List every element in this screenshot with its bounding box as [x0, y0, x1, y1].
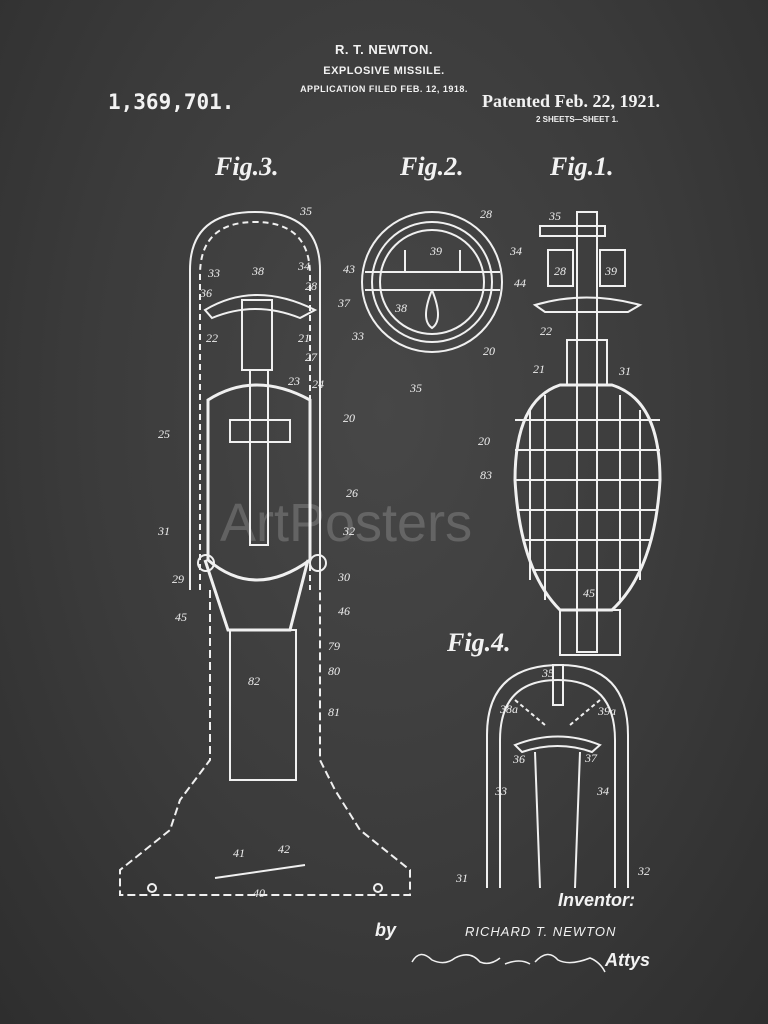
fig1-ref-label: 20	[478, 434, 490, 448]
fig3-ref-label: 36	[200, 286, 212, 300]
fig3-ref-label: 28	[305, 279, 317, 293]
fig3-ref-label: 82	[248, 674, 260, 688]
fig2-ref-label: 33	[352, 329, 364, 343]
fig3-ref-label: 29	[172, 572, 184, 586]
fig3-ref-label: 30	[338, 570, 350, 584]
fig4-ref-label: 32	[638, 864, 650, 878]
fig2-ref-label: 43	[343, 262, 355, 276]
fig3-ref-label: 31	[158, 524, 170, 538]
fig3-ref-label: 41	[233, 846, 245, 860]
fig2-ref-label: 39	[430, 244, 442, 258]
fig2-ref-label: 44	[514, 276, 526, 290]
fig1-ref-label: 45	[583, 586, 595, 600]
fig4-drawing	[486, 663, 629, 889]
fig4-ref-label: 37	[585, 751, 597, 765]
inventor-name: RICHARD T. NEWTON	[465, 924, 617, 939]
fig2-ref-label: 35	[410, 381, 422, 395]
fig2-ref-label: 28	[480, 207, 492, 221]
watermark: ArtPosters	[220, 493, 473, 553]
application-date: APPLICATION FILED FEB. 12, 1918.	[300, 84, 468, 94]
fig4-ref-label: 34	[597, 784, 609, 798]
attorney-signature-drawing	[411, 953, 606, 973]
fig1-ref-label: 31	[619, 364, 631, 378]
patented-date: Patented Feb. 22, 1921.	[482, 91, 660, 111]
fig3-ref-label: 25	[158, 427, 170, 441]
fig3-ref-label: 37	[338, 296, 350, 310]
fig4-ref-label: 33	[495, 784, 507, 798]
fig1-ref-label: 22	[540, 324, 552, 338]
fig4-ref-label: 39a	[598, 704, 616, 718]
fig1-drawing	[513, 211, 662, 656]
fig3-ref-label: 20	[343, 411, 355, 425]
fig3-ref-label: 34	[298, 259, 310, 273]
fig3-ref-label: 23	[288, 374, 300, 388]
fig3-ref-label: 45	[175, 610, 187, 624]
fig3-ref-label: 21	[298, 331, 310, 345]
fig1-ref-label: 28	[554, 264, 566, 278]
by-label: by	[375, 920, 397, 940]
fig3-ref-label: 24	[312, 377, 324, 391]
fig2-ref-label: 38	[395, 301, 407, 315]
fig1-title: Fig.1.	[550, 152, 614, 181]
attorneys-label: Attys	[605, 950, 651, 970]
sheet-info: 2 SHEETS—SHEET 1.	[536, 115, 619, 124]
fig3-ref-label: 26	[346, 486, 358, 500]
fig3-ref-label: 35	[300, 204, 312, 218]
patent-title: EXPLOSIVE MISSILE.	[323, 65, 445, 77]
fig3-ref-label: 22	[206, 331, 218, 345]
fig3-ref-label: 80	[328, 664, 340, 678]
fig4-ref-label: 35	[542, 666, 554, 680]
fig3-ref-label: 79	[328, 639, 340, 653]
fig2-ref-label: 20	[483, 344, 495, 358]
fig3-ref-label: 38	[252, 264, 264, 278]
inventor-label: Inventor:	[558, 890, 636, 910]
fig2-ref-label: 34	[510, 244, 522, 258]
inventor-short: R. T. NEWTON.	[335, 42, 433, 57]
fig1-ref-label: 39	[605, 264, 617, 278]
fig3-ref-label: 33	[208, 266, 220, 280]
fig1-ref-label: 35	[549, 209, 561, 223]
fig3-ref-label: 81	[328, 705, 340, 719]
fig3-ref-label: 40	[253, 886, 265, 900]
fig4-title: Fig.4.	[447, 628, 511, 657]
fig4-ref-label: 36	[513, 752, 525, 766]
fig3-ref-label: 42	[278, 842, 290, 856]
fig3-ref-label: 46	[338, 604, 350, 618]
patent-number: 1,369,701.	[108, 90, 235, 114]
fig4-ref-label: 38a	[500, 702, 518, 716]
fig3-ref-label: 32	[343, 524, 355, 538]
fig2-title: Fig.2.	[400, 152, 464, 181]
fig2-drawing	[361, 211, 503, 353]
fig3-ref-label: 27	[305, 350, 317, 364]
fig1-ref-label: 21	[533, 362, 545, 376]
fig3-drawing	[119, 210, 411, 896]
fig1-ref-label: 83	[480, 468, 492, 482]
fig3-title: Fig.3.	[215, 152, 279, 181]
fig4-ref-label: 31	[456, 871, 468, 885]
